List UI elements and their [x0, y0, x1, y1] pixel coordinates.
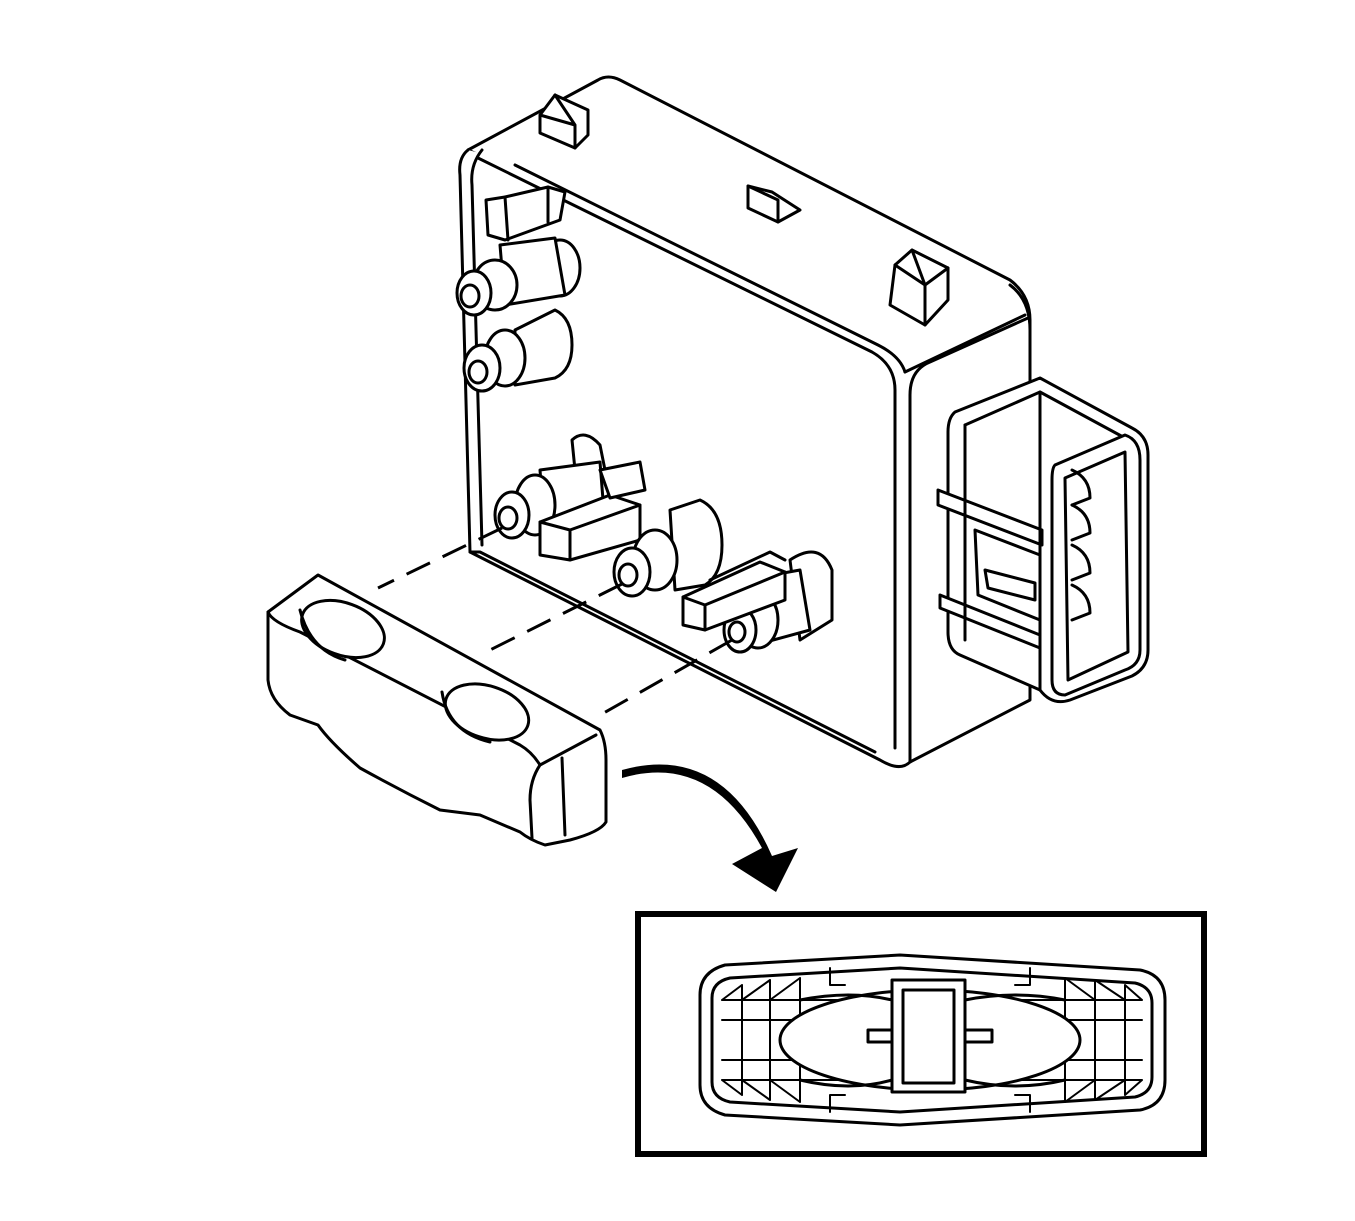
cap-nipple-1-edge	[298, 608, 347, 662]
upper-port-2-body	[513, 308, 574, 387]
inset-center-post-inner	[901, 988, 956, 1085]
module-top-edge	[513, 163, 907, 374]
top-latch-3-edge	[893, 248, 950, 327]
connector-side-edge	[963, 390, 1042, 692]
upper-port-1	[455, 236, 582, 317]
module-back-rim	[470, 148, 484, 547]
lower-port-3-bore	[727, 620, 747, 644]
cap-nipple-2	[443, 682, 531, 742]
control-module	[458, 75, 1032, 768]
curved-arrow-icon	[622, 764, 798, 892]
top-latch-2	[746, 184, 802, 224]
vacuum-port-cap	[266, 573, 608, 847]
top-latch-1-edge	[538, 93, 577, 150]
inset-oval-arcs	[798, 993, 1067, 1088]
upper-port-1-bore	[459, 283, 481, 309]
connector-pin-1	[1070, 468, 1092, 507]
lower-port-1-latch-edge	[538, 503, 642, 562]
module-bottom-edge	[908, 316, 1030, 764]
lower-port-3-latch	[681, 560, 787, 632]
detail-inset	[635, 911, 1207, 1157]
alignment-lines	[377, 526, 733, 720]
connector-pin-2	[1070, 503, 1092, 542]
curved-arrow-shape	[622, 764, 798, 892]
connector-face	[1050, 433, 1142, 697]
lower-port-3-latch-edge	[681, 550, 787, 632]
vacuum-ports	[455, 236, 834, 654]
lower-port-2	[612, 498, 724, 598]
upper-port-2-bore	[467, 359, 489, 385]
lower-port-3	[681, 550, 834, 654]
module-right-edge	[903, 313, 1027, 374]
lower-port-1-bore	[497, 505, 519, 531]
top-latch-2-edge	[746, 184, 780, 224]
connector-pin-3	[1070, 543, 1092, 582]
alignment-line-3	[594, 638, 733, 720]
alignment-line-1	[377, 526, 503, 590]
connector-pin-4	[1070, 583, 1092, 622]
upper-port-2	[462, 308, 574, 393]
lower-port-1	[493, 433, 647, 562]
inset-cap-inner	[710, 966, 1154, 1114]
cap-top-edge	[266, 610, 542, 767]
electrical-connector	[936, 376, 1150, 704]
connector-face-inner	[1063, 450, 1130, 682]
module-front-bevel	[476, 156, 897, 750]
side-clip-edge	[503, 185, 550, 242]
alignment-line-2	[489, 582, 623, 652]
module-side-rim	[468, 550, 877, 754]
lower-port-2-bore	[617, 562, 639, 588]
lower-port-2-body	[668, 498, 724, 592]
cap-front-edge	[528, 733, 598, 840]
cap-nipple-2-edge	[440, 690, 492, 744]
lower-port-1-clip	[598, 460, 647, 500]
